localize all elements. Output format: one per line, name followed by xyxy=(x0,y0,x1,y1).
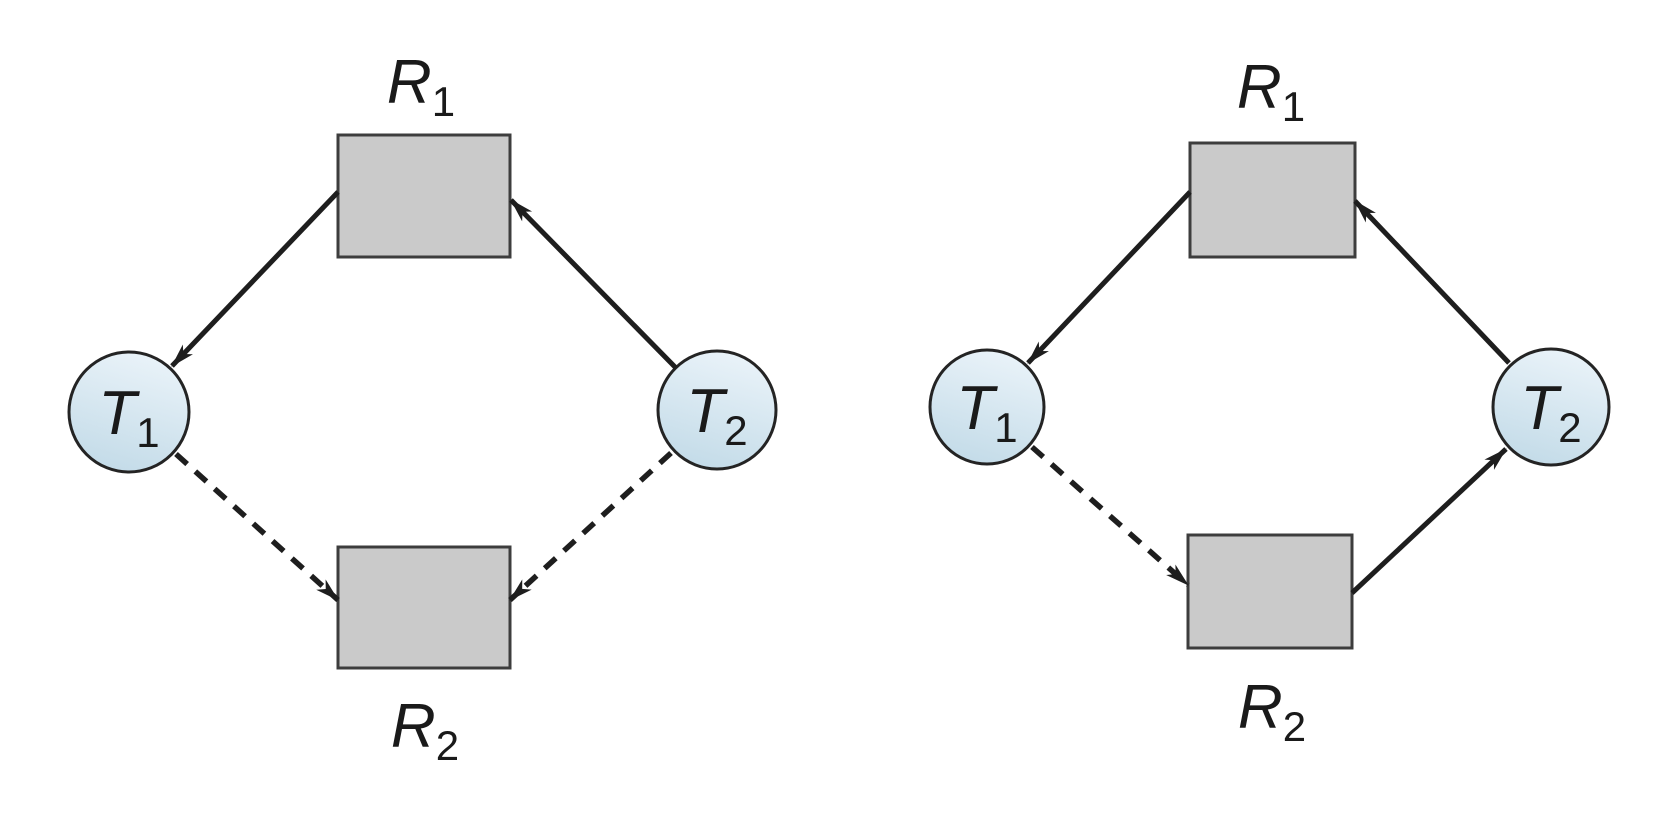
transaction-node-T1 xyxy=(67,350,191,474)
node-label-letter: R xyxy=(391,692,436,761)
waits-for-edge-T1-R2 xyxy=(174,451,340,603)
node-label-T1: T1 xyxy=(98,379,159,456)
assignment-edge-R1-T1 xyxy=(170,190,340,368)
node-label-subscript: 1 xyxy=(994,404,1017,451)
assignment-edge-T2-R1 xyxy=(1353,199,1511,365)
node-label-letter: R xyxy=(1238,673,1283,742)
node-label-letter: R xyxy=(1237,53,1282,122)
node-label-subscript: 1 xyxy=(1282,83,1305,130)
transaction-node-T2 xyxy=(1491,347,1611,467)
resource-node-R2 xyxy=(1186,533,1354,650)
transaction-node-T1 xyxy=(928,348,1046,466)
resource-node-R2 xyxy=(336,545,512,670)
transaction-node-T2 xyxy=(656,349,778,471)
node-label-letter: T xyxy=(98,379,140,448)
assignment-edge-R2-T2 xyxy=(1350,447,1508,595)
node-label-subscript: 1 xyxy=(432,78,455,125)
node-label-R1: R1 xyxy=(387,48,455,125)
node-label-letter: R xyxy=(387,48,432,117)
node-label-letter: T xyxy=(956,374,998,443)
node-label-subscript: 1 xyxy=(136,409,159,456)
node-label-subscript: 2 xyxy=(436,722,459,769)
node-label-T2: T2 xyxy=(686,377,747,454)
node-label-subscript: 2 xyxy=(1558,404,1581,451)
node-label-T2: T2 xyxy=(1520,374,1581,451)
assignment-edge-R1-T1 xyxy=(1026,190,1192,365)
node-label-R1: R1 xyxy=(1237,53,1305,130)
resource-node-R1 xyxy=(1188,141,1357,259)
node-label-T1: T1 xyxy=(956,374,1017,451)
node-label-R2: R2 xyxy=(391,692,459,769)
resource-node-R1 xyxy=(336,133,512,259)
assignment-edge-T2-R1 xyxy=(509,198,678,370)
node-label-letter: T xyxy=(686,377,728,446)
waits-for-edge-T2-R2 xyxy=(508,450,673,603)
node-label-subscript: 2 xyxy=(724,407,747,454)
node-label-subscript: 2 xyxy=(1283,703,1306,750)
node-label-R2: R2 xyxy=(1238,673,1306,750)
node-label-letter: T xyxy=(1520,374,1562,443)
waits-for-edge-T1-R2 xyxy=(1030,444,1190,588)
